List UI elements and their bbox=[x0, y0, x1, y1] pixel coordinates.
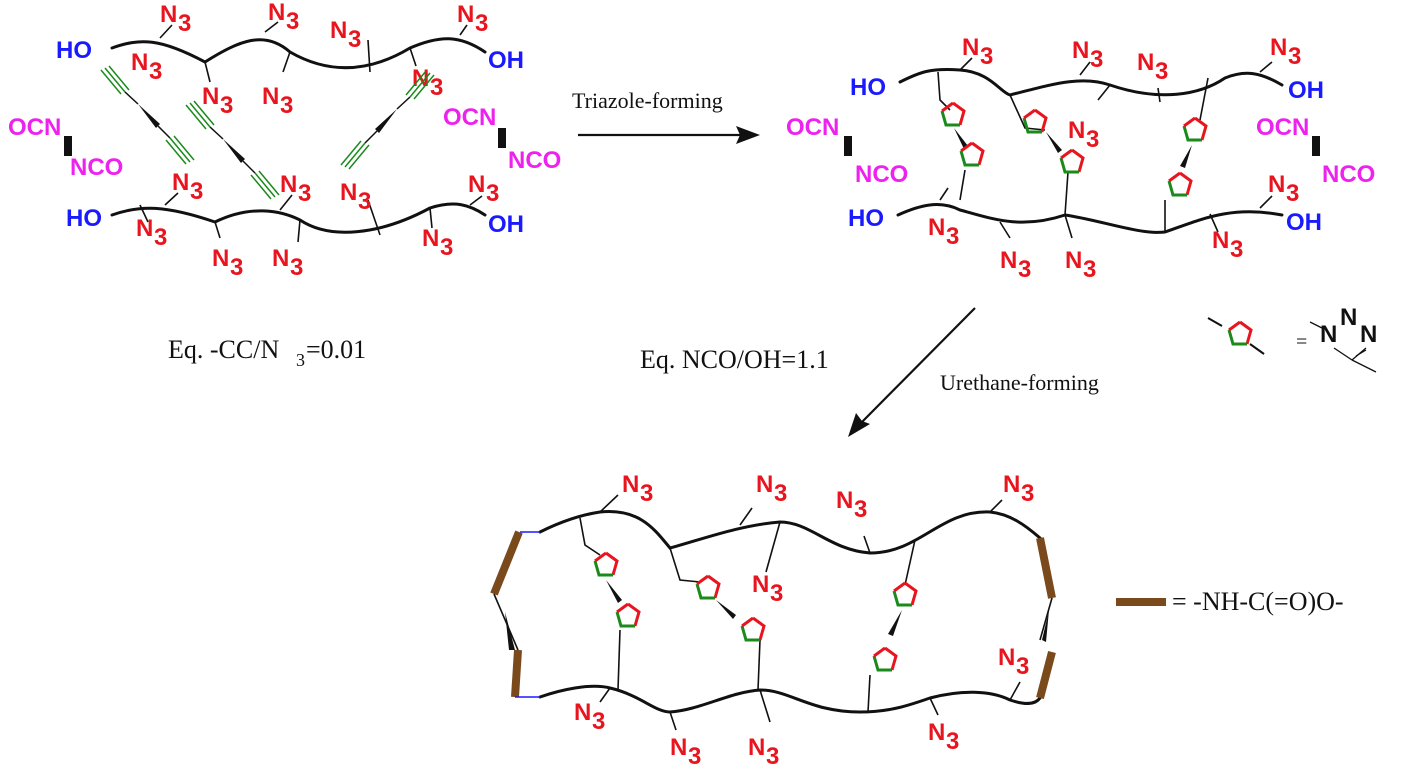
azide-label bbox=[756, 471, 788, 507]
svg-text:OCN: OCN bbox=[443, 104, 496, 131]
svg-text:Urethane-forming: Urethane-forming bbox=[940, 370, 1099, 395]
azide-label bbox=[1270, 34, 1302, 70]
polymer-chain bbox=[538, 684, 1042, 714]
svg-text:OCN: OCN bbox=[786, 114, 839, 141]
svg-text:OCN: OCN bbox=[1256, 114, 1309, 141]
svg-text:N: N bbox=[1360, 321, 1377, 348]
svg-text:= -NH-C(=O)O-: = -NH-C(=O)O- bbox=[1172, 587, 1344, 616]
azide-label bbox=[1072, 37, 1104, 73]
azide-label bbox=[1137, 49, 1169, 85]
azide-label bbox=[160, 1, 192, 37]
svg-text:NCO: NCO bbox=[855, 161, 908, 188]
svg-text:NCO: NCO bbox=[1322, 161, 1375, 188]
svg-text:3: 3 bbox=[296, 350, 305, 370]
azide-label bbox=[928, 719, 960, 755]
hydroxyl-label: OH bbox=[488, 211, 524, 238]
svg-text:Eq. -CC/N: Eq. -CC/N bbox=[168, 335, 279, 364]
azide-label bbox=[574, 699, 606, 735]
svg-text:Triazole-forming: Triazole-forming bbox=[572, 88, 723, 113]
triazole-ring bbox=[1227, 320, 1253, 346]
polymer-chain bbox=[538, 510, 1042, 555]
hydroxyl-label: OH bbox=[488, 47, 524, 74]
hydroxyl-label: HO bbox=[850, 74, 886, 101]
urethane-linkage bbox=[1036, 537, 1056, 700]
polymer-chain bbox=[898, 68, 1284, 97]
svg-text:=: = bbox=[1296, 331, 1307, 353]
polymer-chain bbox=[110, 37, 487, 70]
hydroxyl-label: HO bbox=[848, 205, 884, 232]
hydroxyl-label: HO bbox=[66, 205, 102, 232]
azide-label bbox=[928, 214, 960, 250]
azide-label bbox=[136, 215, 168, 251]
triazole-ring bbox=[1167, 171, 1193, 197]
diisocyanate: OCN NCO bbox=[8, 114, 123, 181]
alkyne-azide-ratio: Eq. -CC/N 3 =0.01 bbox=[168, 335, 366, 370]
hydroxyl-label: HO bbox=[56, 37, 92, 64]
azide-label bbox=[670, 734, 702, 770]
triazole-ring bbox=[740, 616, 766, 642]
svg-text:=0.01: =0.01 bbox=[306, 335, 366, 364]
azide-label bbox=[422, 225, 454, 261]
triazole-ring bbox=[593, 551, 619, 577]
urethane-legend: = -NH-C(=O)O- bbox=[1116, 587, 1344, 616]
azide-label bbox=[272, 245, 304, 281]
azide-label bbox=[836, 487, 868, 523]
hydroxyl-label: OH bbox=[1288, 77, 1324, 104]
triazole-legend: = N N N bbox=[1207, 304, 1377, 373]
triazole-ring bbox=[872, 646, 898, 672]
azide-label bbox=[748, 734, 780, 770]
triazole-structure: N N N bbox=[1309, 304, 1377, 373]
triazole-ring bbox=[615, 602, 641, 628]
urethane-linkage bbox=[490, 530, 540, 698]
azide-label bbox=[268, 0, 300, 35]
azide-label bbox=[202, 83, 234, 119]
panel-final-network bbox=[490, 471, 1056, 770]
azide-label bbox=[172, 169, 204, 205]
azide-label bbox=[1212, 227, 1244, 263]
azide-label bbox=[262, 83, 294, 119]
svg-text:NCO: NCO bbox=[70, 154, 123, 181]
azide-label bbox=[998, 644, 1030, 680]
azide-label bbox=[1003, 471, 1035, 507]
azide-label bbox=[131, 49, 163, 85]
triazole-ring bbox=[892, 581, 918, 607]
azide-label bbox=[330, 17, 362, 53]
azide-label bbox=[622, 471, 654, 507]
azide-label bbox=[1065, 247, 1097, 283]
azide-label bbox=[280, 171, 312, 207]
azide-label bbox=[752, 571, 784, 607]
polymer-chain bbox=[896, 203, 1284, 234]
azide-label bbox=[212, 245, 244, 281]
azide-label bbox=[962, 34, 994, 70]
azide-label bbox=[1000, 247, 1032, 283]
triazole-forming-arrow: Triazole-forming bbox=[572, 88, 760, 144]
triazole-ring bbox=[695, 574, 721, 600]
triazole-ring bbox=[1182, 116, 1208, 142]
azide-label bbox=[468, 171, 500, 207]
azide-label bbox=[1268, 171, 1300, 207]
alkyne-crosslinker bbox=[100, 65, 195, 165]
svg-text:N: N bbox=[1340, 304, 1357, 331]
panel-reactants: HO OH HO OH OCN NCO OCN NCO Eq. -CC/N 3 … bbox=[8, 0, 561, 370]
diisocyanate: OCN NCO bbox=[1256, 114, 1375, 188]
svg-text:N: N bbox=[1320, 321, 1337, 348]
panel-triazole-network: HO OH HO OH OCN NCO OCN NCO bbox=[786, 34, 1375, 283]
isocyanate-hydroxyl-ratio: Eq. NCO/OH=1.1 bbox=[640, 345, 829, 374]
hydroxyl-label: OH bbox=[1286, 209, 1322, 236]
diisocyanate: OCN NCO bbox=[786, 114, 908, 188]
svg-text:OCN: OCN bbox=[8, 114, 61, 141]
diisocyanate: OCN NCO bbox=[443, 104, 561, 174]
polymer-chain bbox=[110, 202, 487, 234]
triazole-ring bbox=[1059, 148, 1085, 174]
urethane-forming-arrow: Eq. NCO/OH=1.1 Urethane-forming bbox=[640, 307, 1099, 437]
azide-label bbox=[1068, 117, 1100, 153]
azide-label bbox=[340, 179, 372, 215]
alkyne-crosslinker bbox=[340, 70, 435, 170]
svg-text:NCO: NCO bbox=[508, 147, 561, 174]
